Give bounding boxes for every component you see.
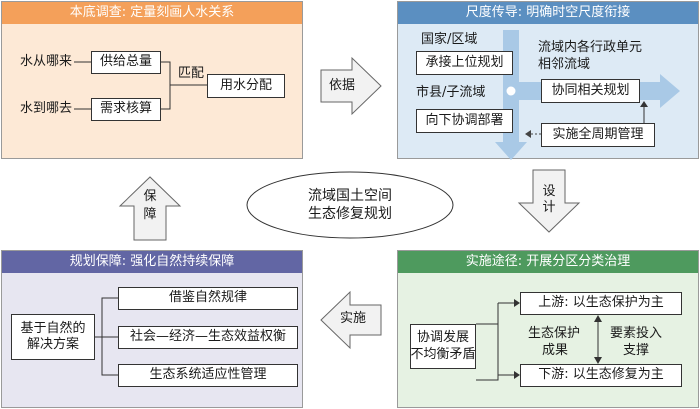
- survey-panel-title: 本底调查: 定量刻画人水关系: [2, 2, 302, 24]
- upper-plan-box: 承接上位规划: [416, 51, 513, 75]
- supply-total-box: 供给总量: [91, 51, 161, 74]
- center-title-line1: 流域国土空间: [308, 188, 392, 204]
- upstream-protection-box: 上游: 以生态保护为主: [520, 292, 682, 315]
- city-subbasin-label: 市县/子流域: [416, 85, 486, 100]
- basin-units-label-line1: 流域内各行政单元: [538, 40, 643, 55]
- water-allocation-box: 用水分配: [207, 74, 285, 98]
- adaptive-management-box: 生态系统适应性管理: [118, 364, 298, 387]
- implementation-panel-title: 实施途径: 开展分区分类治理: [398, 251, 698, 273]
- coordinate-plans-box: 协同相关规划: [541, 79, 640, 103]
- implement-arrow-label: 实施: [340, 311, 367, 326]
- lower-coordination-box: 向下协调部署: [416, 109, 513, 133]
- guarantee-panel: 规划保障: 强化自然持续保障 基于自然的 解决方案 借鉴自然规律 社会—经济—生…: [1, 250, 303, 408]
- downstream-restoration-box: 下游: 以生态修复为主: [520, 364, 682, 387]
- lifecycle-management-box: 实施全周期管理: [541, 123, 655, 147]
- nbs-line2: 解决方案: [26, 337, 79, 352]
- development-conflict-line2: 不均衡矛盾: [410, 346, 476, 362]
- guarantee-arrow-label: 保 障: [142, 188, 158, 224]
- support-label-line2: 支撑: [623, 343, 650, 358]
- water-source-label: 水从哪来: [20, 54, 73, 69]
- outcome-label-line1: 生态保护: [528, 326, 581, 341]
- outcome-label-line2: 成果: [542, 343, 569, 358]
- survey-panel: 本底调查: 定量刻画人水关系 水从哪来 水到哪去 供给总量 需求核算 匹配 用水…: [1, 1, 303, 159]
- basis-arrow-label: 依据: [329, 78, 356, 93]
- nature-based-solutions-box: 基于自然的 解决方案: [11, 314, 95, 360]
- basin-units-label-line2: 相邻流域: [538, 57, 591, 72]
- guarantee-label-line1: 保: [143, 189, 157, 204]
- development-conflict-line1: 协调发展: [416, 330, 469, 346]
- benefit-tradeoff-box: 社会—经济—生态效益权衡: [118, 326, 298, 349]
- design-arrow-label: 设计: [542, 184, 556, 216]
- scale-panel-title: 尺度传导: 明确时空尺度衔接: [398, 2, 698, 24]
- natural-laws-box: 借鉴自然规律: [118, 287, 298, 310]
- development-conflict-box: 协调发展 不均衡矛盾: [410, 324, 476, 369]
- national-region-label: 国家/区域: [421, 32, 478, 47]
- match-label: 匹配: [178, 66, 205, 81]
- water-destination-label: 水到哪去: [20, 101, 73, 116]
- center-title: 流域国土空间 生态修复规划: [262, 187, 438, 223]
- support-label-line1: 要素投入: [610, 326, 663, 341]
- center-title-line2: 生态修复规划: [308, 206, 392, 222]
- guarantee-label-line2: 障: [143, 207, 157, 222]
- guarantee-panel-title: 规划保障: 强化自然持续保障: [2, 251, 302, 273]
- guarantee-connectors: [95, 297, 118, 376]
- scale-panel: 尺度传导: 明确时空尺度衔接 国家/区域 承接上位规划 市县/子流域 向下协调部…: [397, 1, 699, 160]
- survey-connectors: [74, 61, 207, 110]
- nbs-line1: 基于自然的: [20, 320, 86, 336]
- implementation-arrows: [476, 299, 602, 381]
- implementation-panel: 实施途径: 开展分区分类治理 协调发展 不均衡矛盾 上游: 以生态保护为主 下游…: [397, 250, 699, 408]
- demand-accounting-box: 需求核算: [91, 98, 161, 121]
